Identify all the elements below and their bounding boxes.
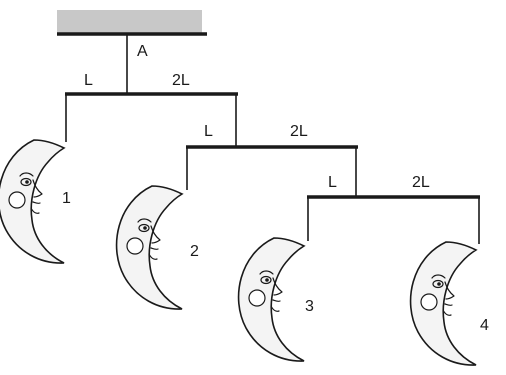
moon-1 [0,139,65,264]
moon-1-number: 1 [62,190,71,207]
moon-3 [237,237,305,362]
moon-2 [115,185,183,310]
rod-2-right-label: 2L [290,123,308,140]
pivot-label: A [137,43,148,60]
rod-2-left-label: L [204,123,213,140]
rod-3-left-label: L [328,174,337,191]
moon-3-number: 3 [305,298,314,315]
moon-4-number: 4 [480,317,489,334]
rod-1-right-label: 2L [172,72,190,89]
rod-1-left-label: L [84,72,93,89]
ceiling-block [57,10,202,33]
rod-3-right-label: 2L [412,174,430,191]
moon-4 [409,241,477,366]
moon-2-number: 2 [190,243,199,260]
